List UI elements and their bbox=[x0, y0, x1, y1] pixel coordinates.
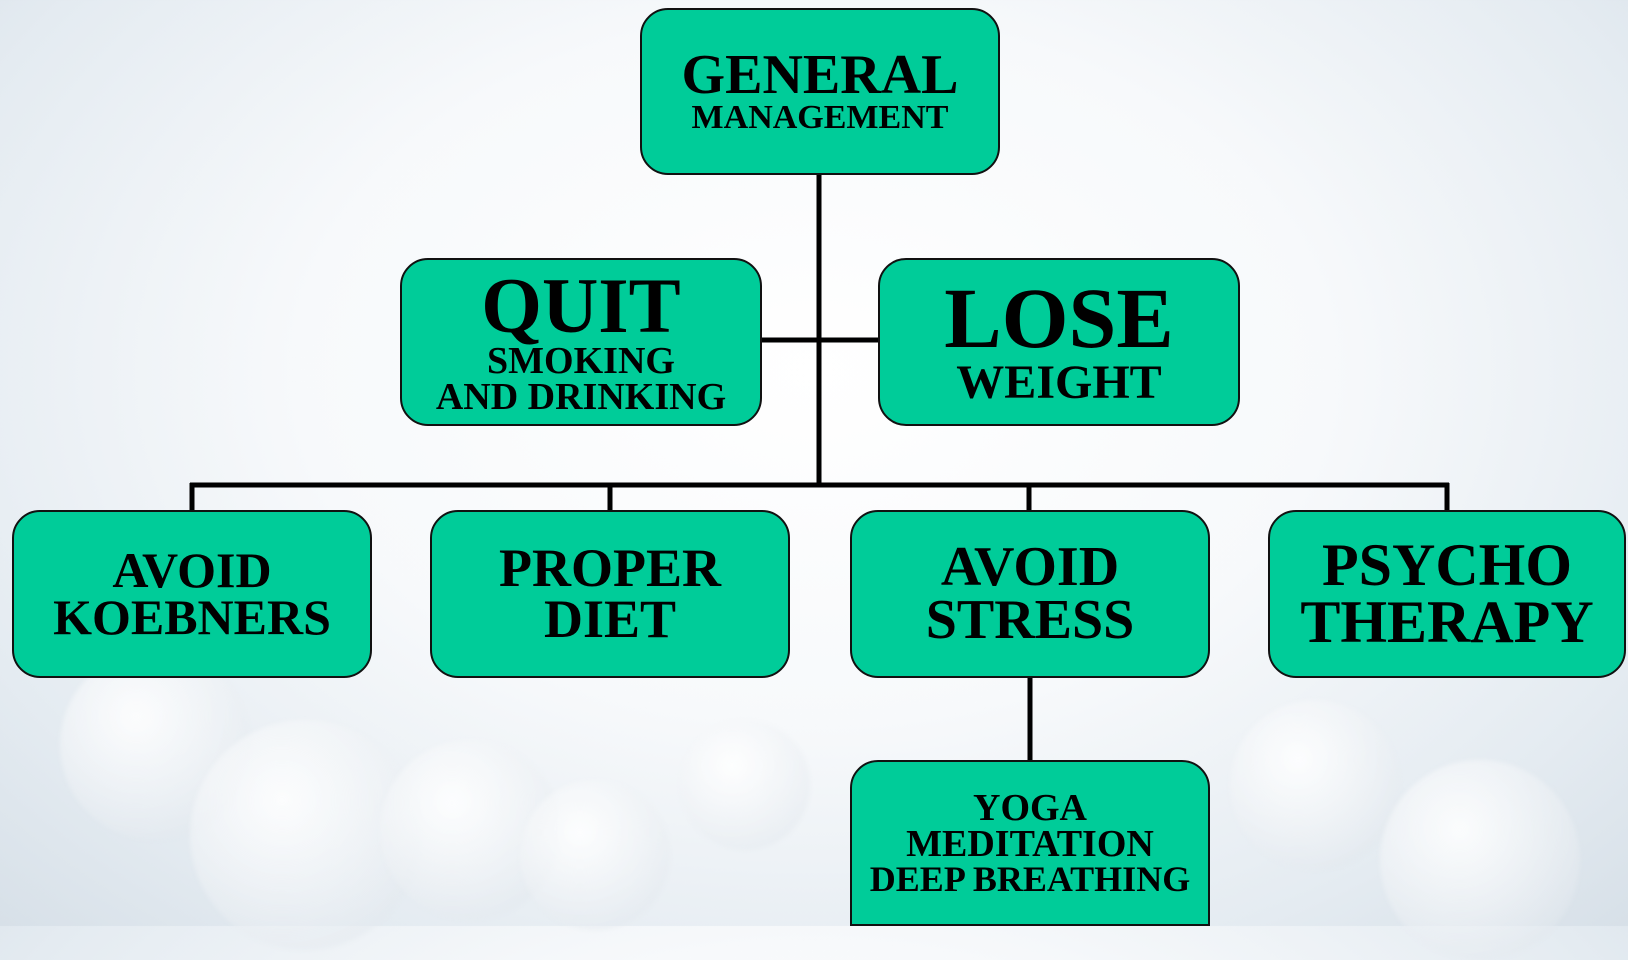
node-psycho-line1: PSYCHO bbox=[1321, 532, 1573, 598]
node-quit-line2: SMOKING bbox=[487, 339, 675, 382]
node-lose-line1: LOSE bbox=[944, 270, 1174, 367]
node-yoga-line1: YOGA bbox=[973, 786, 1087, 829]
node-yoga-line2: MEDITATION bbox=[906, 822, 1154, 865]
node-general-line2: MANAGEMENT bbox=[691, 98, 949, 136]
node-psycho-therapy: PSYCHO THERAPY bbox=[1268, 510, 1626, 678]
node-general-line1: GENERAL bbox=[681, 43, 959, 106]
node-diet-line1: PROPER bbox=[499, 537, 721, 598]
node-quit-line1: QUIT bbox=[481, 261, 681, 349]
node-avoid-stress: AVOID STRESS bbox=[850, 510, 1210, 678]
node-avoid-koebners: AVOID KOEBNERS bbox=[12, 510, 372, 678]
node-lose-weight: LOSE WEIGHT bbox=[878, 258, 1240, 426]
node-yoga-line3: DEEP BREATHING bbox=[869, 859, 1191, 899]
node-quit-smoking: QUIT SMOKING AND DRINKING bbox=[400, 258, 762, 426]
node-general-management: GENERAL MANAGEMENT bbox=[640, 8, 1000, 175]
node-lose-line2: WEIGHT bbox=[956, 356, 1162, 410]
node-quit-line3: AND DRINKING bbox=[435, 376, 727, 419]
node-diet-line2: DIET bbox=[543, 589, 677, 649]
node-koebners-line2: KOEBNERS bbox=[53, 589, 331, 645]
node-yoga-meditation: YOGA MEDITATION DEEP BREATHING bbox=[850, 760, 1210, 926]
node-psycho-line2: THERAPY bbox=[1300, 589, 1594, 655]
node-stress-line1: AVOID bbox=[940, 535, 1120, 598]
node-stress-line2: STRESS bbox=[925, 589, 1135, 651]
connector-lines bbox=[189, 174, 1450, 762]
node-proper-diet: PROPER DIET bbox=[430, 510, 790, 678]
node-koebners-line1: AVOID bbox=[112, 541, 272, 598]
